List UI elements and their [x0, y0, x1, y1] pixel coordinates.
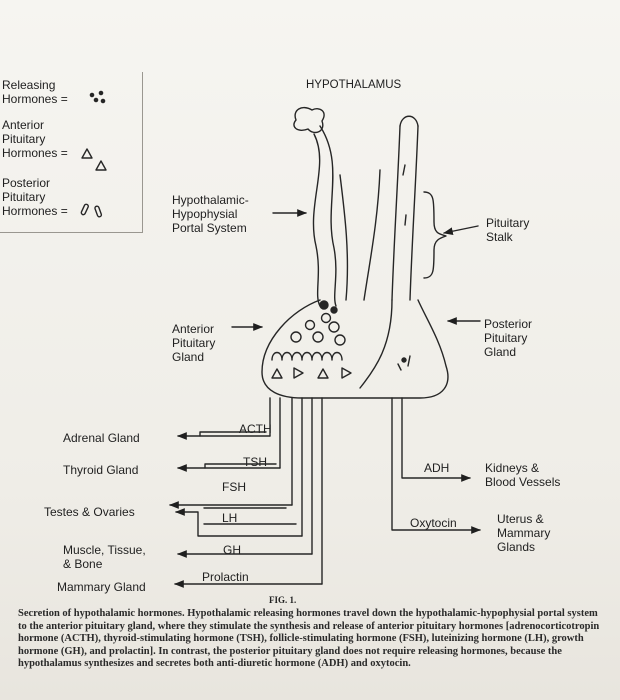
- target-kidneys-label: Kidneys & Blood Vessels: [485, 461, 561, 489]
- target-thyroid-label: Thyroid Gland: [63, 463, 139, 477]
- hormone-fsh-label: FSH: [222, 480, 246, 494]
- hormone-adh-label: ADH: [424, 461, 450, 475]
- figure-number: FIG. 1.: [269, 595, 297, 605]
- hormone-oxytocin-label: Oxytocin: [410, 516, 457, 530]
- pituitary-stalk-label: Pituitary Stalk: [486, 216, 530, 244]
- pituitary-gland-outline: [261, 299, 449, 399]
- hypothalamus-label: HYPOTHALAMUS: [306, 79, 402, 91]
- hormone-tsh-label: TSH: [243, 455, 267, 469]
- anterior-hormone-triangles-icon: [81, 148, 107, 171]
- posterior-pituitary-label: Posterior Pituitary Gland: [484, 317, 533, 359]
- legend-posterior-label: Posterior Pituitary Hormones =: [2, 176, 68, 218]
- anterior-secretory-cells: [271, 300, 411, 379]
- anterior-pituitary-label: Anterior Pituitary Gland: [172, 322, 216, 364]
- target-uterus-label: Uterus & Mammary Glands: [497, 512, 551, 554]
- posterior-neuron: [391, 115, 419, 301]
- target-adrenal-label: Adrenal Gland: [63, 431, 140, 445]
- hypothalamic-neuron: [293, 106, 337, 307]
- target-testes-label: Testes & Ovaries: [44, 505, 135, 519]
- posterior-hormone-capsules-icon: [80, 203, 103, 218]
- portal-system-label: Hypothalamic- Hypophysial Portal System: [172, 193, 249, 235]
- legend-box: [0, 72, 143, 233]
- hormone-prolactin-label: Prolactin: [202, 570, 249, 584]
- legend-anterior-label: Anterior Pituitary Hormones =: [2, 118, 68, 160]
- legend-releasing-label: Releasing Hormones =: [2, 78, 68, 106]
- releasing-hormone-dots-icon: [89, 90, 106, 104]
- target-mammary-label: Mammary Gland: [57, 580, 146, 594]
- figure-caption: Secretion of hypothalamic hormones. Hypo…: [18, 608, 600, 670]
- target-muscle-label: Muscle, Tissue, & Bone: [63, 543, 146, 571]
- hormone-lh-label: LH: [222, 511, 238, 525]
